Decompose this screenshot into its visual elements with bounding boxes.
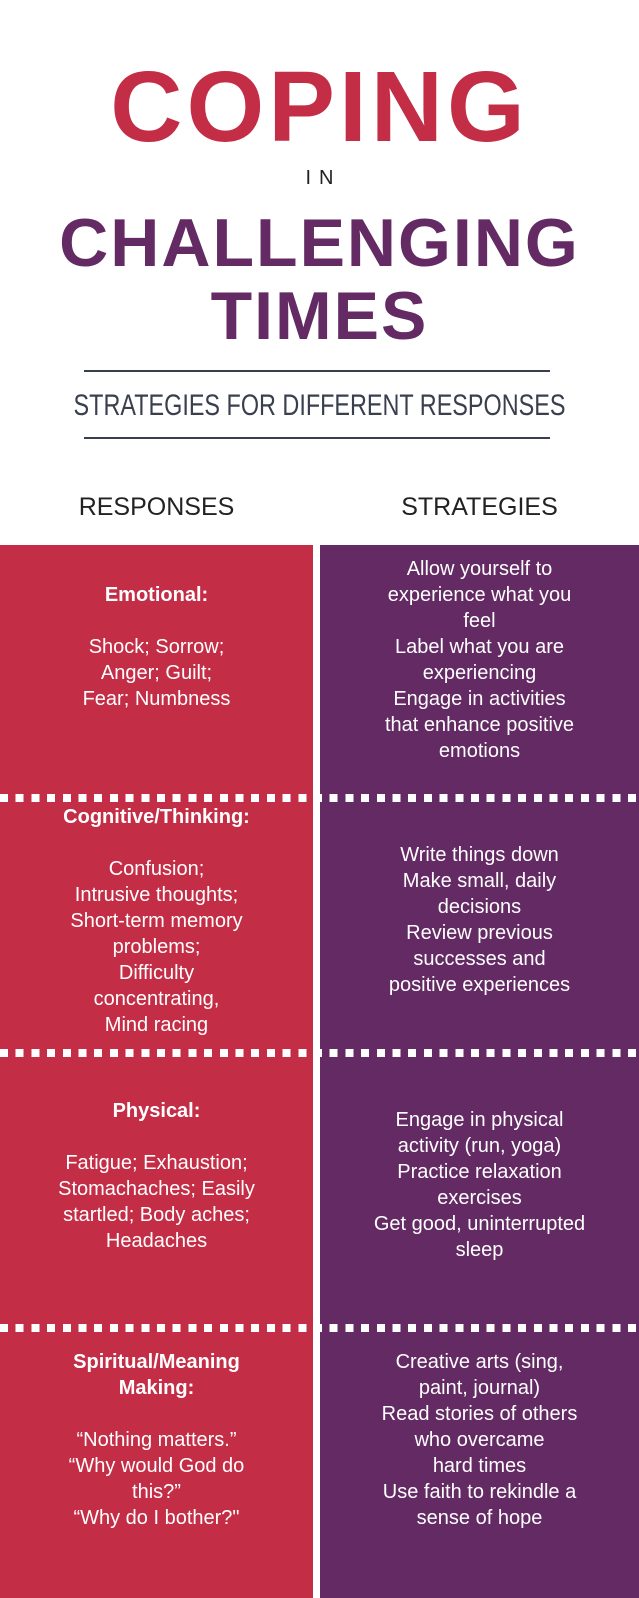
strategy-text: feel [463,610,496,632]
responses-column [0,545,313,1598]
strategy-text: hard times [432,1455,527,1477]
strategy-text: positive experiences [388,974,571,996]
response-category-title: Cognitive/Thinking: [63,806,250,828]
row-separator [0,1324,639,1332]
response-text: Mind racing [104,1014,209,1036]
response-text: “Why would God do [68,1455,245,1477]
response-text: startled; Body aches; [63,1204,250,1226]
response-category-title: Physical: [112,1100,201,1122]
strategy-text: Make small, daily [402,870,557,892]
response-category-title: Emotional: [104,584,209,606]
response-text: concentrating, [93,988,220,1010]
strategy-text: activity (run, yoga) [397,1135,562,1157]
strategy-text: Practice relaxation [397,1161,562,1183]
strategy-text: Read stories of others [381,1403,578,1425]
strategies-column [320,545,639,1598]
spacer [0,608,313,634]
strategy-text: Label what you are [394,636,564,658]
response-text: “Why do I bother?" [73,1507,240,1529]
divider-top [84,370,550,372]
strategy-text: Engage in activities [393,688,566,710]
response-text: Fatigue; Exhaustion; [65,1152,248,1174]
strategy-text: Creative arts (sing, [395,1351,564,1373]
response-cell: Cognitive/Thinking: Confusion; Intrusive t… [0,804,313,1038]
response-cell: Emotional: Shock; Sorrow; Anger; Guilt; Fea… [0,582,313,712]
response-text: Intrusive thoughts; [74,884,239,906]
response-text: Fear; Numbness [82,688,231,710]
strategy-cell: Allow yourself to experience what you feel… [320,556,639,764]
strategy-text: Review previous [406,922,553,944]
spacer [0,830,313,856]
title-challenging: CHALLENGING [59,205,580,281]
response-text: Confusion; [108,858,205,880]
response-text: Stomachaches; Easily [58,1178,255,1200]
row-separator [0,1049,639,1057]
response-category-title: Making: [118,1377,195,1399]
strategy-cell: Engage in physical activity (run, yoga) Pr… [320,1107,639,1263]
row-separator [0,794,639,802]
title-in: IN [305,167,342,189]
strategy-text: experience what you [387,584,572,606]
response-text: Headaches [105,1230,208,1252]
strategy-text: that enhance positive [384,714,575,736]
response-category-title: Spiritual/Meaning [73,1351,240,1373]
title-times: TIMES [210,278,429,354]
title-coping: COPING [110,51,529,163]
response-cell: Physical: Fatigue; Exhaustion; Stomachache… [0,1098,313,1254]
strategy-text: emotions [438,740,521,762]
strategy-text: paint, journal) [418,1377,541,1399]
strategy-text: sleep [455,1239,504,1261]
strategy-cell: Creative arts (sing, paint, journal) Read … [320,1349,639,1531]
strategy-text: experiencing [422,662,537,684]
spacer [0,1124,313,1150]
divider-bottom [84,437,550,439]
strategy-text: successes and [413,948,546,970]
strategy-text: decisions [437,896,522,918]
response-text: this?” [132,1481,181,1503]
response-text: Shock; Sorrow; [88,636,225,658]
header-strategies: STRATEGIES [401,493,558,521]
strategy-text: Use faith to rekindle a [382,1481,577,1503]
strategy-text: Get good, uninterrupted [373,1213,586,1235]
strategy-text: exercises [437,1187,522,1209]
strategy-text: Allow yourself to [406,558,553,580]
strategy-text: Engage in physical [395,1109,564,1131]
strategy-text: sense of hope [416,1507,543,1529]
strategy-text: who overcame [414,1429,545,1451]
response-text: Difficulty [118,962,195,984]
response-text: problems; [112,936,201,958]
response-text: Anger; Guilt; [100,662,213,684]
strategy-text: Write things down [400,844,559,866]
header-responses: RESPONSES [78,493,235,521]
response-text: Short-term memory [70,910,243,932]
response-text: “Nothing matters.” [76,1429,237,1451]
spacer [0,1401,313,1427]
subtitle: STRATEGIES FOR DIFFERENT RESPONSES [73,389,566,422]
